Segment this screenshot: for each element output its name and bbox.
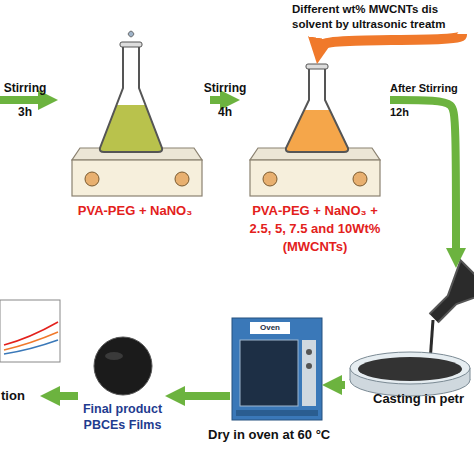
drop-symbol — [128, 31, 134, 37]
petri-dish — [350, 352, 470, 396]
flask — [100, 31, 162, 152]
process-arrow — [334, 381, 345, 389]
inset-plot — [0, 300, 60, 362]
stirring-stage: PVA-PEG + NaNO₃ + 2.5, 5, 7.5 and 10Wt% … — [240, 64, 390, 273]
oven-door — [240, 340, 298, 406]
process-arrow — [52, 392, 78, 400]
pouring-flask — [418, 260, 474, 334]
stirring-stage: PVA-PEG + NaNO₃ — [60, 40, 210, 225]
oven-plate — [250, 322, 290, 334]
process-arrow — [210, 96, 228, 104]
film-shine — [105, 352, 123, 360]
flask-liquid — [100, 105, 162, 152]
dispersion-note: Different wt% MWCNTs dis solvent by ultr… — [288, 0, 474, 34]
oven-knob — [306, 363, 312, 369]
plate-knob — [175, 172, 189, 186]
flask-glass — [100, 46, 162, 152]
plate-knob — [85, 172, 99, 186]
flask-glass — [286, 66, 348, 152]
process-arrow — [0, 96, 46, 104]
plate-front — [250, 160, 380, 196]
oven-body — [232, 318, 322, 420]
oven — [232, 318, 322, 420]
casting-stage: Casting in petr — [345, 268, 474, 413]
node-label: PVA-PEG + NaNO₃ — [60, 202, 210, 219]
step-label: After Stirring 12h — [390, 76, 474, 124]
process-arrow — [319, 34, 462, 49]
node-label: Casting in petr — [373, 390, 474, 407]
oven-foot — [236, 410, 318, 416]
plot-frame — [0, 300, 60, 362]
node-label: Final product PBCEs Films — [80, 401, 165, 433]
dish-rim — [350, 352, 470, 384]
step-label: Stirring 3h — [0, 76, 50, 124]
cropped-label: tion — [1, 387, 25, 404]
process-arrow — [177, 392, 230, 400]
node-label: Different wt% MWCNTs dis solvent by ultr… — [292, 2, 474, 32]
node-label: Dry in oven at 60 °C — [208, 426, 330, 443]
plot-curve — [4, 332, 58, 350]
step-label: Stirring 4h — [200, 76, 250, 124]
oven-knob — [306, 349, 312, 355]
device-label: Oven — [250, 322, 290, 334]
flask-glass — [418, 260, 474, 334]
plate-front — [72, 160, 202, 196]
flask — [286, 64, 348, 152]
node-label: PVA-PEG + NaNO₃ + 2.5, 5, 7.5 and 10Wt% … — [240, 202, 390, 256]
plot-curve — [4, 340, 58, 354]
process-arrow — [390, 100, 456, 256]
plate-knob — [353, 172, 367, 186]
flask-rim — [120, 42, 142, 47]
oven-panel — [302, 340, 316, 406]
dish-solution — [358, 357, 462, 381]
flask-rim — [306, 64, 328, 69]
stirrer-plate — [72, 148, 202, 196]
film-disk — [94, 337, 152, 395]
drying-stage: Dry in oven at 60 °C — [230, 318, 322, 422]
stirrer-plate — [250, 148, 380, 196]
product-stage: Final product PBCEs Films — [80, 335, 165, 440]
plate-knob — [263, 172, 277, 186]
